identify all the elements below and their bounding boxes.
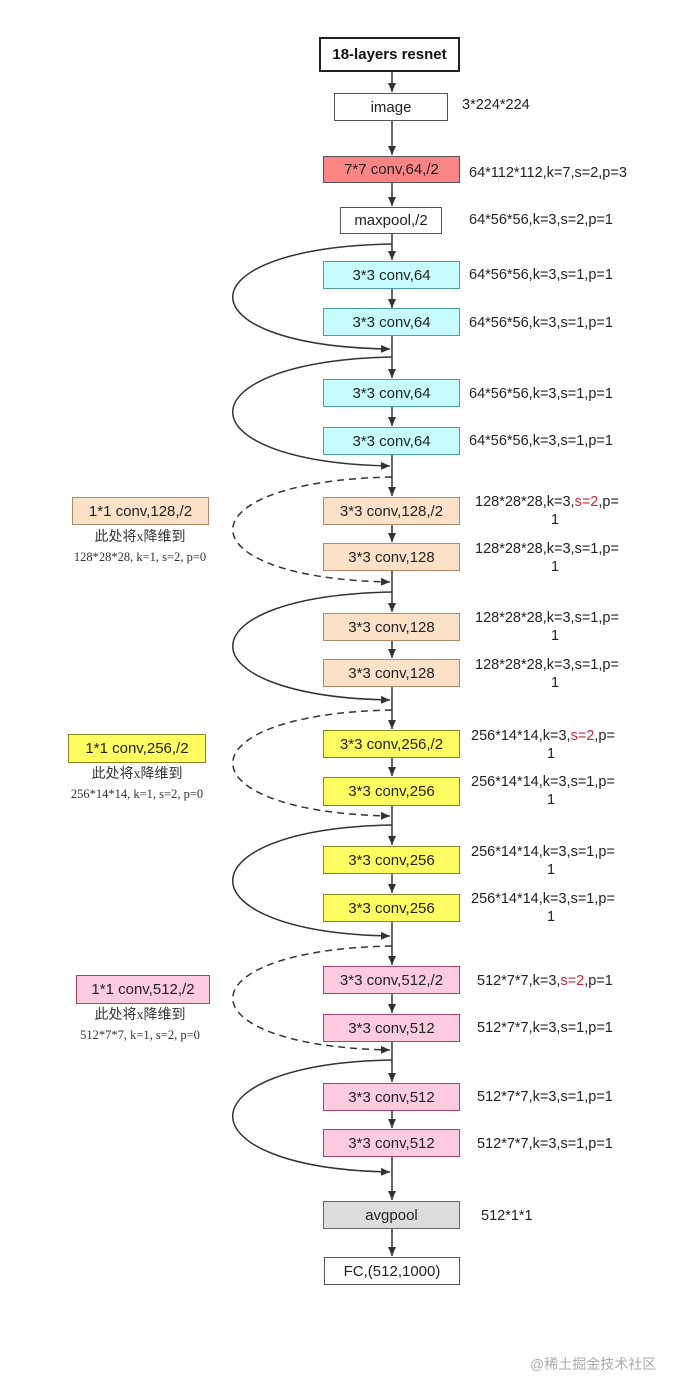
stage4-note-line1: 此处将x降维到 bbox=[94, 1008, 186, 1023]
stage2-note-line1: 此处将x降维到 bbox=[94, 530, 186, 545]
conv1-box: 7*7 conv,64,/2 bbox=[323, 156, 460, 183]
input-shape-label: 3*224*224 bbox=[462, 97, 530, 113]
stride-highlight: s=2 bbox=[570, 728, 595, 744]
stage4-block2-conv1-info: 512*7*7,k=3,s=1,p=1 bbox=[477, 1089, 613, 1105]
stage2-note-line2: 128*28*28, k=1, s=2, p=0 bbox=[73, 550, 207, 564]
info-line2: 1 bbox=[546, 746, 556, 762]
stage4-block1-conv1-info: 512*7*7,k=3,s=2,p=1 bbox=[477, 972, 613, 991]
stage1-block2-conv1: 3*3 conv,64 bbox=[323, 379, 460, 407]
stage1-block2-conv1-info: 64*56*56,k=3,s=1,p=1 bbox=[469, 386, 613, 402]
stage3-block1-conv2-info: 256*14*14,k=3,s=1,p= 1 bbox=[471, 773, 631, 809]
skip-s1b1 bbox=[232, 243, 393, 353]
info-line2: 1 bbox=[550, 675, 560, 691]
info-line2: 1 bbox=[546, 862, 556, 878]
info-pre: 512*7*7,k=3, bbox=[477, 973, 561, 989]
stage3-shortcut-note: 此处将x降维到 256*14*14, k=1, s=2, p=0 bbox=[37, 765, 237, 803]
stage4-block1-conv2-info: 512*7*7,k=3,s=1,p=1 bbox=[477, 1020, 613, 1036]
stage4-block2-conv1: 3*3 conv,512 bbox=[323, 1083, 460, 1111]
stage4-block1-conv2: 3*3 conv,512 bbox=[323, 1014, 460, 1042]
skip-s1b2 bbox=[232, 356, 393, 470]
stage2-block1-conv1-info: 128*28*28,k=3,s=2,p= 1 bbox=[475, 493, 635, 529]
stage1-block1-conv1-info: 64*56*56,k=3,s=1,p=1 bbox=[469, 267, 613, 283]
stage4-block1-conv1: 3*3 conv,512,/2 bbox=[323, 966, 460, 994]
stage1-block2-conv2-info: 64*56*56,k=3,s=1,p=1 bbox=[469, 433, 613, 449]
stage3-block2-conv2-info: 256*14*14,k=3,s=1,p= 1 bbox=[471, 890, 631, 926]
stage4-shortcut-note: 此处将x降维到 512*7*7, k=1, s=2, p=0 bbox=[40, 1006, 240, 1044]
skip-s3b1 bbox=[232, 709, 393, 820]
info-line2: 1 bbox=[550, 559, 560, 575]
stage3-block2-conv1: 3*3 conv,256 bbox=[323, 846, 460, 874]
stage4-block2-conv2: 3*3 conv,512 bbox=[323, 1129, 460, 1157]
info-pre: 128*28*28,k=3, bbox=[475, 494, 575, 510]
stage3-note-line2: 256*14*14, k=1, s=2, p=0 bbox=[70, 787, 204, 801]
stage2-shortcut-note: 此处将x降维到 128*28*28, k=1, s=2, p=0 bbox=[40, 528, 240, 566]
skip-s2b1 bbox=[232, 476, 393, 586]
stage1-block1-conv2-info: 64*56*56,k=3,s=1,p=1 bbox=[469, 315, 613, 331]
stage2-block2-conv2-info: 128*28*28,k=3,s=1,p= 1 bbox=[475, 656, 635, 692]
stage3-note-line1: 此处将x降维到 bbox=[91, 767, 183, 782]
stage2-block1-conv2: 3*3 conv,128 bbox=[323, 543, 460, 571]
stride-highlight: s=2 bbox=[574, 494, 599, 510]
avgpool-info: 512*1*1 bbox=[481, 1208, 533, 1224]
stage3-shortcut-conv: 1*1 conv,256,/2 bbox=[68, 734, 206, 763]
input-image-box: image bbox=[334, 93, 448, 121]
stage4-shortcut-conv: 1*1 conv,512,/2 bbox=[76, 975, 210, 1004]
info-line1: 256*14*14,k=3,s=1,p= bbox=[471, 891, 615, 907]
stage2-shortcut-conv: 1*1 conv,128,/2 bbox=[72, 497, 209, 525]
info-line2: 1 bbox=[550, 628, 560, 644]
info-pre: 256*14*14,k=3, bbox=[471, 728, 571, 744]
stage3-block1-conv1: 3*3 conv,256,/2 bbox=[323, 730, 460, 758]
maxpool-info: 64*56*56,k=3,s=2,p=1 bbox=[469, 212, 613, 228]
info-line1: 256*14*14,k=3,s=1,p= bbox=[471, 774, 615, 790]
stage1-block2-conv2: 3*3 conv,64 bbox=[323, 427, 460, 455]
diagram-title: 18-layers resnet bbox=[319, 37, 460, 72]
stage2-block1-conv2-info: 128*28*28,k=3,s=1,p= 1 bbox=[475, 540, 635, 576]
stage1-block1-conv1: 3*3 conv,64 bbox=[323, 261, 460, 289]
skip-s4b2 bbox=[232, 1059, 393, 1176]
skip-s2b2 bbox=[232, 591, 393, 704]
info-line1: 128*28*28,k=3,s=1,p= bbox=[475, 541, 619, 557]
info-post: ,p= bbox=[594, 728, 615, 744]
stage4-block2-conv2-info: 512*7*7,k=3,s=1,p=1 bbox=[477, 1136, 613, 1152]
info-post: ,p= bbox=[598, 494, 619, 510]
projection-shortcuts bbox=[232, 476, 393, 1054]
info-line1: 256*14*14,k=3,s=1,p= bbox=[471, 844, 615, 860]
stage3-block1-conv1-info: 256*14*14,k=3,s=2,p= 1 bbox=[471, 727, 631, 763]
maxpool-box: maxpool,/2 bbox=[340, 207, 442, 234]
info-line1: 128*28*28,k=3,s=1,p= bbox=[475, 610, 619, 626]
avgpool-box: avgpool bbox=[323, 1201, 460, 1229]
identity-shortcuts bbox=[232, 243, 393, 1176]
fc-box: FC,(512,1000) bbox=[324, 1257, 460, 1285]
stage2-block2-conv1-info: 128*28*28,k=3,s=1,p= 1 bbox=[475, 609, 635, 645]
info-line2: 1 bbox=[546, 909, 556, 925]
stage3-block2-conv2: 3*3 conv,256 bbox=[323, 894, 460, 922]
stage1-block1-conv2: 3*3 conv,64 bbox=[323, 308, 460, 336]
stage4-note-line2: 512*7*7, k=1, s=2, p=0 bbox=[80, 1028, 200, 1042]
skip-s3b2 bbox=[232, 824, 393, 940]
stage2-block2-conv1: 3*3 conv,128 bbox=[323, 613, 460, 641]
stage3-block2-conv1-info: 256*14*14,k=3,s=1,p= 1 bbox=[471, 843, 631, 879]
stage2-block2-conv2: 3*3 conv,128 bbox=[323, 659, 460, 687]
watermark: @稀土掘金技术社区 bbox=[530, 1356, 657, 1372]
info-post: ,p=1 bbox=[584, 973, 613, 989]
stage2-block1-conv1: 3*3 conv,128,/2 bbox=[323, 497, 460, 525]
info-line2: 1 bbox=[550, 512, 560, 528]
stage3-block1-conv2: 3*3 conv,256 bbox=[323, 777, 460, 806]
stride-highlight: s=2 bbox=[560, 973, 585, 989]
info-line1: 128*28*28,k=3,s=1,p= bbox=[475, 657, 619, 673]
conv1-info: 64*112*112,k=7,s=2,p=3 bbox=[469, 165, 627, 181]
info-line2: 1 bbox=[546, 792, 556, 808]
skip-s4b1 bbox=[232, 945, 393, 1054]
